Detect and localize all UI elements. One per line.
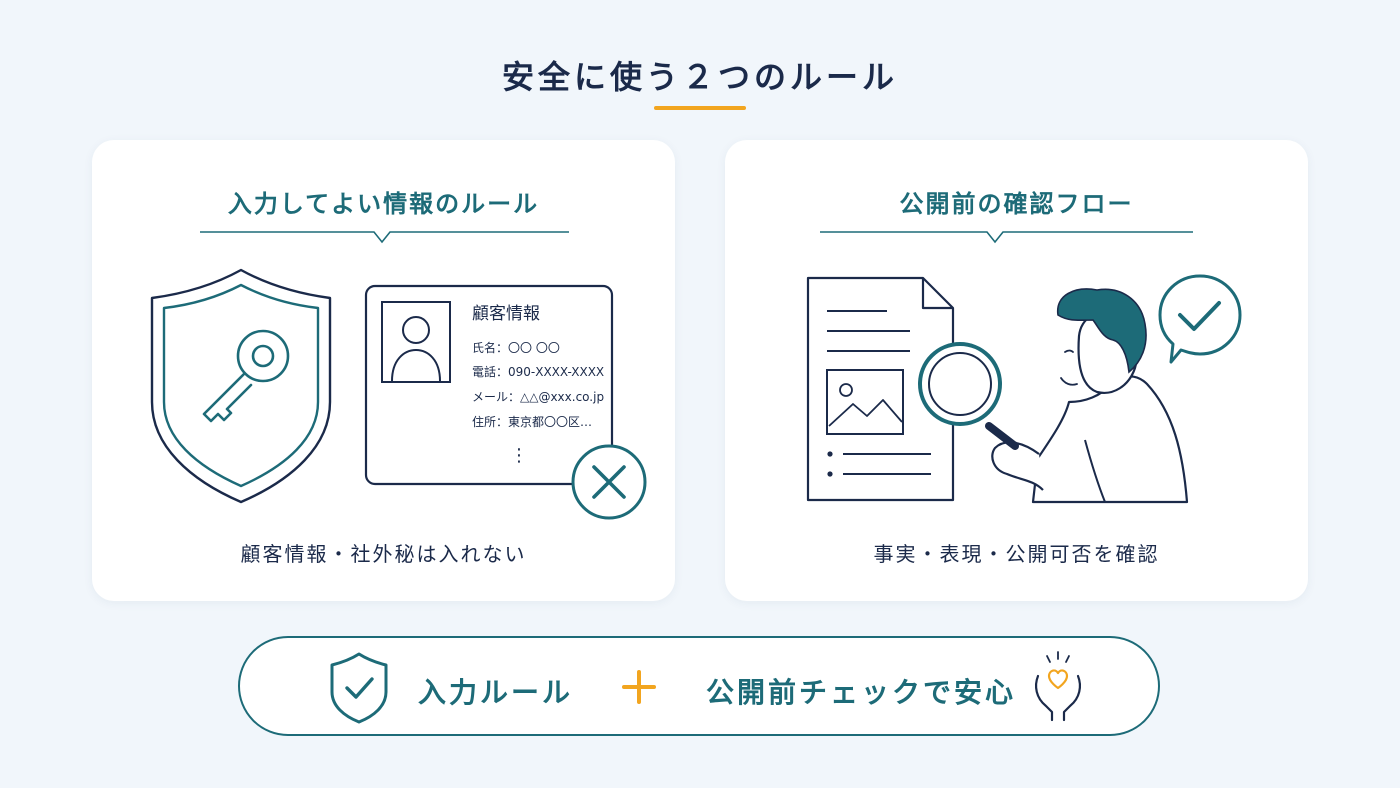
prohibited-x-icon <box>571 444 647 520</box>
input-rule-illustration: 顧客情報 氏名：〇〇 〇〇 電話：090-XXXX-XXXX メール：△△@xx… <box>150 231 647 520</box>
id-card-mail-line: メール：△△@xxx.co.jp <box>472 390 604 404</box>
input-rule-heading: 入力してよい情報のルール <box>227 190 540 218</box>
id-card-name-line: 氏名：〇〇 〇〇 <box>472 340 560 355</box>
plus-icon <box>622 670 656 704</box>
review-flow-heading: 公開前の確認フロー <box>899 190 1134 218</box>
id-card-address-line: 住所：東京都〇〇区… <box>472 415 592 429</box>
page-title: 安全に使う２つのルール <box>501 58 898 96</box>
reviewer-person <box>991 288 1189 504</box>
document-icon <box>806 276 955 502</box>
shield-key-icon <box>150 268 332 504</box>
review-flow-card: 公開前の確認フロー <box>725 140 1308 601</box>
id-card-more: ⋮ <box>510 445 528 466</box>
heading-divider <box>820 231 1193 244</box>
shield-check-icon <box>330 652 388 724</box>
input-rule-caption: 顧客情報・社外秘は入れない <box>240 542 527 566</box>
heading-divider <box>200 231 569 244</box>
image-icon <box>839 383 853 397</box>
summary-bar: 入力ルール 公開前チェックで安心 <box>238 636 1160 736</box>
summary-bar-icons <box>330 651 1081 724</box>
prepublish-check-label: 公開前チェックで安心 <box>706 676 1017 709</box>
id-card-phone-line: 電話：090-XXXX-XXXX <box>472 364 604 379</box>
avatar-icon <box>402 316 430 344</box>
magnifier-icon <box>918 342 1019 450</box>
customer-id-card: 顧客情報 氏名：〇〇 〇〇 電話：090-XXXX-XXXX メール：△△@xx… <box>364 284 614 486</box>
title-underline <box>654 106 746 110</box>
input-rule-card: 入力してよい情報のルール 顧客情報 氏名：〇〇 〇〇 電話：090-XXXX-X… <box>92 140 675 601</box>
input-rule-label: 入力ルール <box>418 676 574 709</box>
review-flow-caption: 事実・表現・公開可否を確認 <box>873 542 1160 566</box>
review-flow-illustration <box>806 231 1242 504</box>
id-card-title: 顧客情報 <box>472 304 540 324</box>
hands-heart-icon <box>1035 651 1081 722</box>
check-bubble-icon <box>1158 274 1242 364</box>
